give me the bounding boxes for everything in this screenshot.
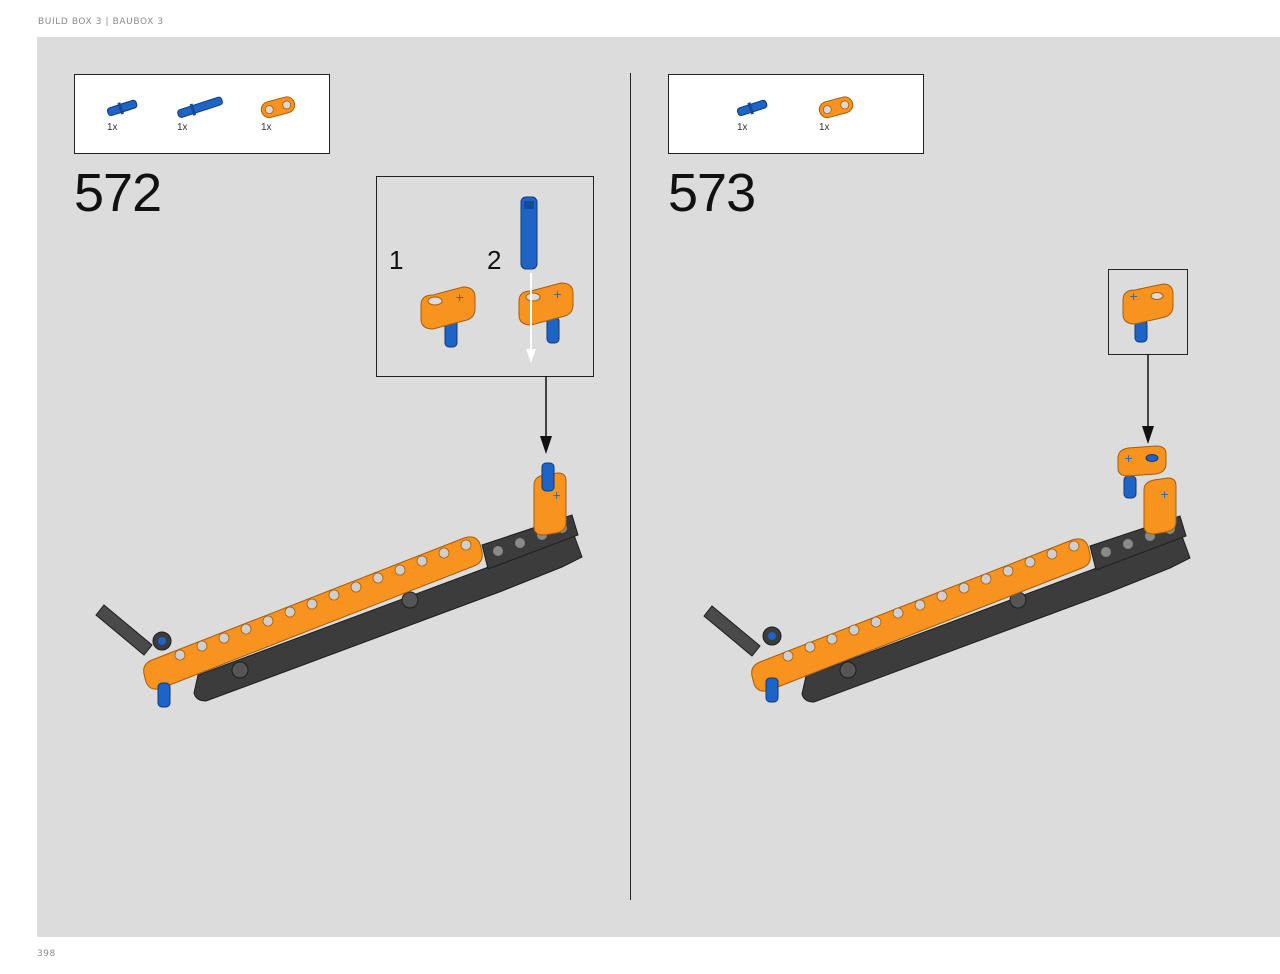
part-qty: 1x bbox=[819, 122, 830, 133]
part-qty: 1x bbox=[177, 122, 188, 133]
callout-arrow-572 bbox=[540, 376, 552, 454]
page-number: 398 bbox=[37, 949, 56, 959]
page-header: BUILD BOX 3 | BAUBOX 3 bbox=[38, 17, 164, 27]
svg-text:+: + bbox=[553, 288, 562, 301]
subassembly-illustration: + + bbox=[420, 196, 574, 363]
svg-text:+: + bbox=[1160, 488, 1169, 501]
model-illustration-573: + + bbox=[703, 445, 1191, 703]
orange-double-beam-icon bbox=[818, 96, 854, 119]
instruction-page-area bbox=[37, 37, 1280, 937]
parts-list-573: 1x 1x bbox=[668, 74, 924, 154]
orange-double-beam-icon bbox=[260, 96, 296, 119]
part-qty: 1x bbox=[737, 122, 748, 133]
step-divider bbox=[630, 73, 631, 900]
short-blue-pin-icon bbox=[736, 99, 768, 117]
part-qty: 1x bbox=[261, 122, 272, 133]
substep-number-1: 1 bbox=[389, 245, 404, 275]
svg-text:+: + bbox=[1129, 290, 1138, 303]
step-number-572: 572 bbox=[74, 163, 162, 223]
model-illustration-572: + bbox=[95, 462, 583, 708]
svg-text:+: + bbox=[455, 291, 464, 304]
substep-number-2: 2 bbox=[487, 245, 502, 275]
part-qty: 1x bbox=[107, 122, 118, 133]
step-number-573: 573 bbox=[668, 163, 756, 223]
svg-text:+: + bbox=[552, 489, 561, 502]
beam-with-pin-2: + bbox=[518, 196, 574, 363]
svg-text:+: + bbox=[1124, 452, 1133, 465]
parts-list-572: 1x 1x 1x bbox=[74, 74, 330, 154]
short-blue-pin-icon bbox=[106, 99, 138, 117]
callout-arrow-573 bbox=[1142, 354, 1154, 444]
sub-assembly-callout: 1 2 + + bbox=[376, 176, 594, 377]
part-callout-573: + bbox=[1108, 269, 1188, 355]
beam-with-pin-icon: + bbox=[1122, 283, 1174, 343]
beam-with-pin-1: + bbox=[420, 286, 476, 348]
long-blue-axle-pin-icon bbox=[177, 96, 223, 118]
